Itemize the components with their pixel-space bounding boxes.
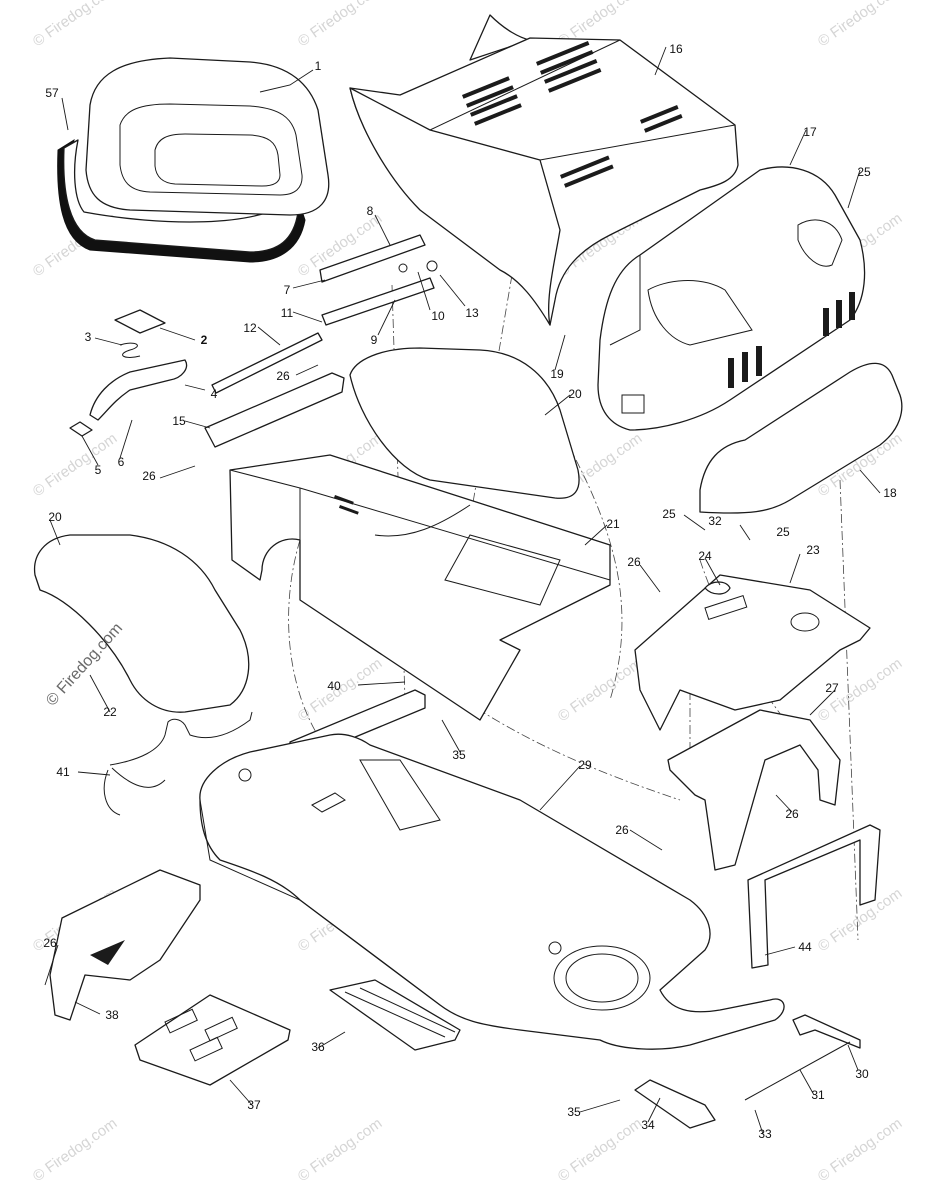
callout-label: 26 <box>627 555 641 569</box>
callout-label: 12 <box>243 321 257 335</box>
rear-fender-panel <box>634 574 871 731</box>
callout-label: 29 <box>578 758 592 772</box>
frame <box>199 733 785 1050</box>
callout-label: 11 <box>280 306 294 320</box>
seat-assembly <box>57 57 330 263</box>
callout-label: 26 <box>276 369 290 383</box>
seat-mount-hardware <box>126 234 438 448</box>
callout-label: 35 <box>452 748 466 762</box>
callout-label: 22 <box>103 705 117 719</box>
rear-body-panel <box>229 454 611 721</box>
lower-linkage <box>634 1014 861 1129</box>
callout-label: 17 <box>803 125 817 139</box>
leader-lines <box>44 46 881 1135</box>
callout-label: 13 <box>465 306 479 320</box>
callout-label: 3 <box>84 330 92 344</box>
callout-label: 20 <box>48 510 62 524</box>
callout-label: 40 <box>327 679 341 693</box>
callout-label: 44 <box>798 940 812 954</box>
callout-label: 16 <box>669 42 683 56</box>
callout-label: 9 <box>370 333 378 347</box>
callout-label: 1 <box>314 59 322 73</box>
front-grille <box>597 166 866 431</box>
callout-label: 10 <box>431 309 445 323</box>
callout-label: 41 <box>56 765 70 779</box>
callout-label: 27 <box>825 681 839 695</box>
callout-label: 57 <box>45 86 59 100</box>
callout-label: 25 <box>776 525 790 539</box>
callout-label: 35 <box>567 1105 581 1119</box>
callout-label: 31 <box>811 1088 825 1102</box>
callout-label: 23 <box>806 543 820 557</box>
right-fender <box>349 347 580 499</box>
callout-label: 25 <box>857 165 871 179</box>
left-fender <box>33 534 250 713</box>
callout-label: 38 <box>105 1008 119 1022</box>
callout-label: 15 <box>172 414 186 428</box>
callout-label: 37 <box>247 1098 261 1112</box>
seat-spring-assembly <box>69 309 188 437</box>
callout-label: 26 <box>43 936 57 950</box>
callout-label: 26 <box>785 807 799 821</box>
hood <box>349 14 739 326</box>
callout-label: 26 <box>142 469 156 483</box>
callout-label: 8 <box>366 204 374 218</box>
headlight-lens <box>699 362 903 514</box>
shield-tray-mat <box>49 869 461 1086</box>
callout-label: 34 <box>641 1118 655 1132</box>
callout-label: 19 <box>550 367 564 381</box>
callout-label: 2 <box>200 333 208 347</box>
rear-bracket <box>667 709 841 871</box>
callout-label: 26 <box>615 823 629 837</box>
callout-label: 25 <box>662 507 676 521</box>
callout-label: 6 <box>117 455 125 469</box>
hood-vents <box>462 41 683 188</box>
lower-bracket <box>747 824 881 969</box>
callout-label: 32 <box>708 514 722 528</box>
callout-label: 33 <box>758 1127 772 1141</box>
callout-label: 20 <box>568 387 582 401</box>
callout-label: 7 <box>283 283 291 297</box>
callout-label: 4 <box>210 387 218 401</box>
callout-label: 21 <box>606 517 620 531</box>
callout-label: 18 <box>883 486 897 500</box>
callout-label: 36 <box>311 1040 325 1054</box>
callout-label: 5 <box>94 463 102 477</box>
callout-label: 24 <box>698 549 712 563</box>
callout-label: 30 <box>855 1067 869 1081</box>
